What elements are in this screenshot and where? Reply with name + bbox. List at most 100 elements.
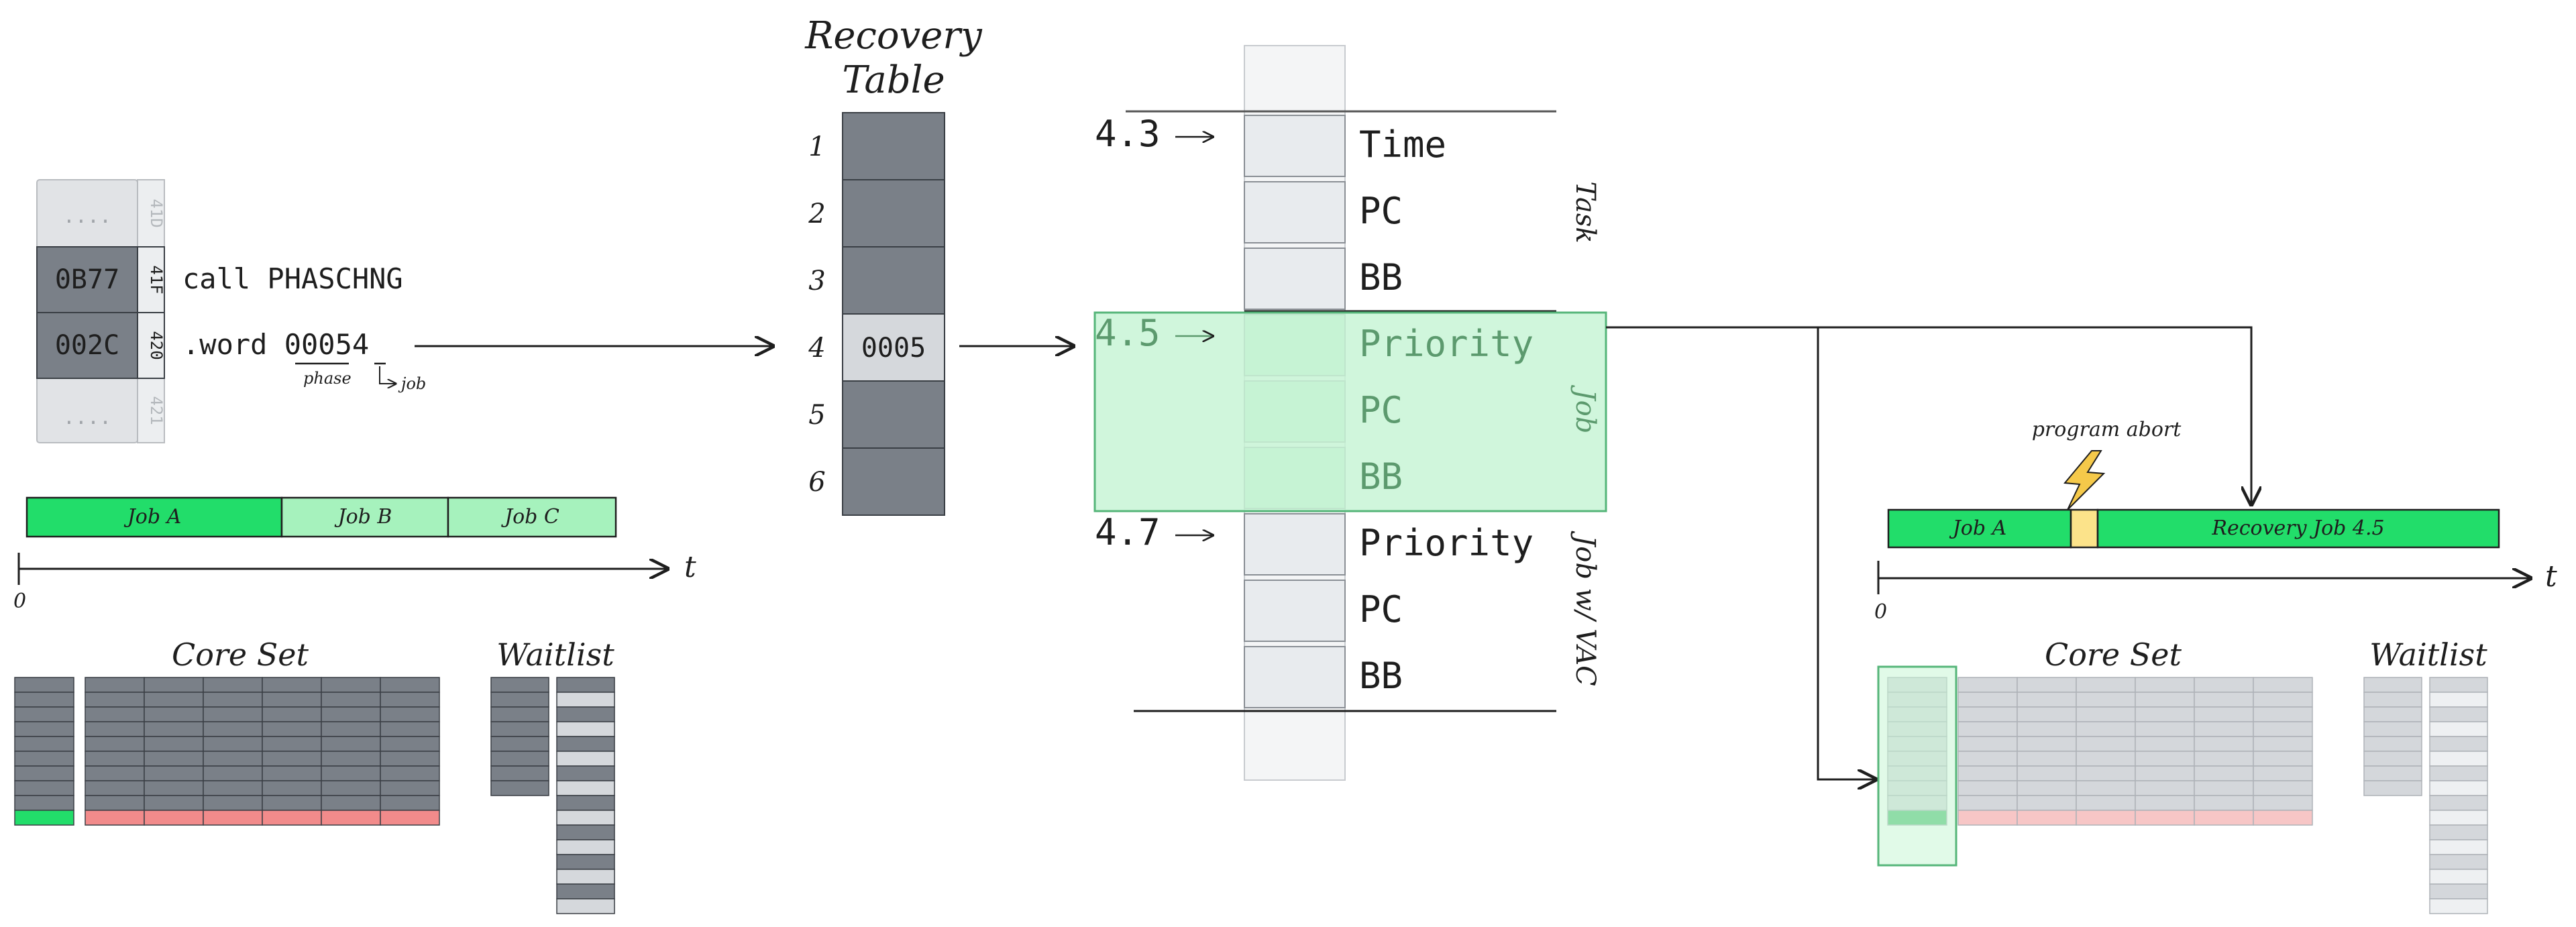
core-cell [14, 677, 74, 693]
waitlist-cell [2429, 721, 2488, 737]
core-cell [2135, 751, 2195, 767]
waitlist-cell [556, 810, 615, 826]
core-cell [144, 795, 204, 811]
recovery-table-title-2: Table [842, 58, 945, 102]
recovery-table-cell-4 [842, 313, 945, 382]
core-cell-reserved [2017, 810, 2077, 826]
core-cell [2253, 692, 2313, 708]
timeline-right-label-recovery: Recovery Job 4.5 [2211, 516, 2384, 540]
core-cell [2076, 721, 2136, 737]
waitlist-cell [490, 765, 549, 781]
waitlist-cell [556, 780, 615, 796]
waitlist-cell [556, 898, 615, 914]
core-cell [144, 692, 204, 708]
core-cell [2253, 706, 2313, 722]
stack-field-0-1: PC [1359, 190, 1403, 232]
stack-cell-0-1 [1244, 181, 1346, 243]
stack-cell-0-0 [1244, 115, 1346, 177]
waitlist-cell [2429, 692, 2488, 708]
memory-addr-2: 420 [147, 331, 166, 360]
waitlist-cell [556, 883, 615, 899]
waitlist-cell [2363, 765, 2422, 781]
timeline-right-t: t [2545, 559, 2557, 594]
core-cell [2017, 780, 2077, 796]
waitlist-cell [2429, 869, 2488, 885]
core-set-right-label: Core Set [2045, 637, 2182, 673]
core-cell [203, 736, 263, 752]
waitlist-cell [2363, 692, 2422, 708]
core-cell [321, 780, 381, 796]
memory-code-1: call PHASCHNG [182, 262, 403, 295]
recovery-table-cell-2 [842, 179, 945, 248]
waitlist-cell [2363, 780, 2422, 796]
core-cell [144, 736, 204, 752]
waitlist-cell [2363, 706, 2422, 722]
timeline-right-job-a [1887, 508, 2072, 549]
stack-group-label-1: Job [1570, 385, 1601, 434]
waitlist-cell [2429, 810, 2488, 826]
core-cell [2135, 721, 2195, 737]
memory-code-2: .word 00054 [182, 328, 369, 361]
core-cell [2076, 780, 2136, 796]
core-cell-reserved [2135, 810, 2195, 826]
waitlist-cell [556, 765, 615, 781]
timeline-right-origin: 0 [1874, 600, 1887, 624]
connector-to-core-set [1817, 327, 1876, 779]
core-cell-reserved [85, 810, 145, 826]
core-cell [2253, 721, 2313, 737]
core-cell [2135, 780, 2195, 796]
abort-label: program abort [2032, 418, 2182, 441]
core-cell [203, 795, 263, 811]
core-cell [1957, 706, 2018, 722]
waitlist-cell [490, 692, 549, 708]
memory-addr-0: 41D [147, 199, 166, 227]
core-cell [203, 765, 263, 781]
stack-cell-2-0 [1244, 513, 1346, 576]
core-cell [2135, 706, 2195, 722]
core-cell [203, 677, 263, 693]
core-cell [14, 706, 74, 722]
core-cell [321, 765, 381, 781]
core-cell [2076, 706, 2136, 722]
core-cell [14, 751, 74, 767]
recovery-table-value: 0005 [861, 333, 926, 364]
core-cell [2017, 692, 2077, 708]
core-cell [203, 706, 263, 722]
core-cell [321, 721, 381, 737]
timeline-left-t: t [684, 550, 696, 584]
core-cell [2135, 795, 2195, 811]
core-cell [380, 721, 440, 737]
timeline-left: Job A Job B Job C 0 t [13, 496, 696, 613]
waitlist-cell [2429, 824, 2488, 840]
core-cell [2135, 765, 2195, 781]
recovery-table-cell-1 [842, 112, 945, 180]
core-cell [2076, 692, 2136, 708]
timeline-left-job-a [25, 496, 283, 538]
waitlist-left-label: Waitlist [496, 637, 614, 673]
core-cell [85, 795, 145, 811]
core-cell [380, 706, 440, 722]
stack-field-1-0: Priority [1359, 323, 1534, 365]
core-cell [262, 780, 322, 796]
waitlist-cell [556, 869, 615, 885]
core-cell [1957, 751, 2018, 767]
core-cell [85, 751, 145, 767]
core-cell [144, 706, 204, 722]
stack-field-0-0: Time [1359, 123, 1446, 166]
timeline-left-label-b: Job B [334, 505, 392, 529]
waitlist-cell [490, 736, 549, 752]
memory-value-1: 0B77 [55, 264, 119, 295]
stack-pointer-0: 4.3 [1095, 113, 1161, 155]
core-cell [1957, 692, 2018, 708]
waitlist-cell [2429, 898, 2488, 914]
core-cell [2135, 692, 2195, 708]
core-cell [14, 721, 74, 737]
stack-field-2-2: BB [1359, 655, 1403, 697]
stack-field-1-2: BB [1359, 455, 1403, 498]
core-cell [321, 736, 381, 752]
core-cell [2253, 736, 2313, 752]
core-cell-reserved [2076, 810, 2136, 826]
job-highlight [1093, 311, 1607, 512]
core-cell [262, 721, 322, 737]
